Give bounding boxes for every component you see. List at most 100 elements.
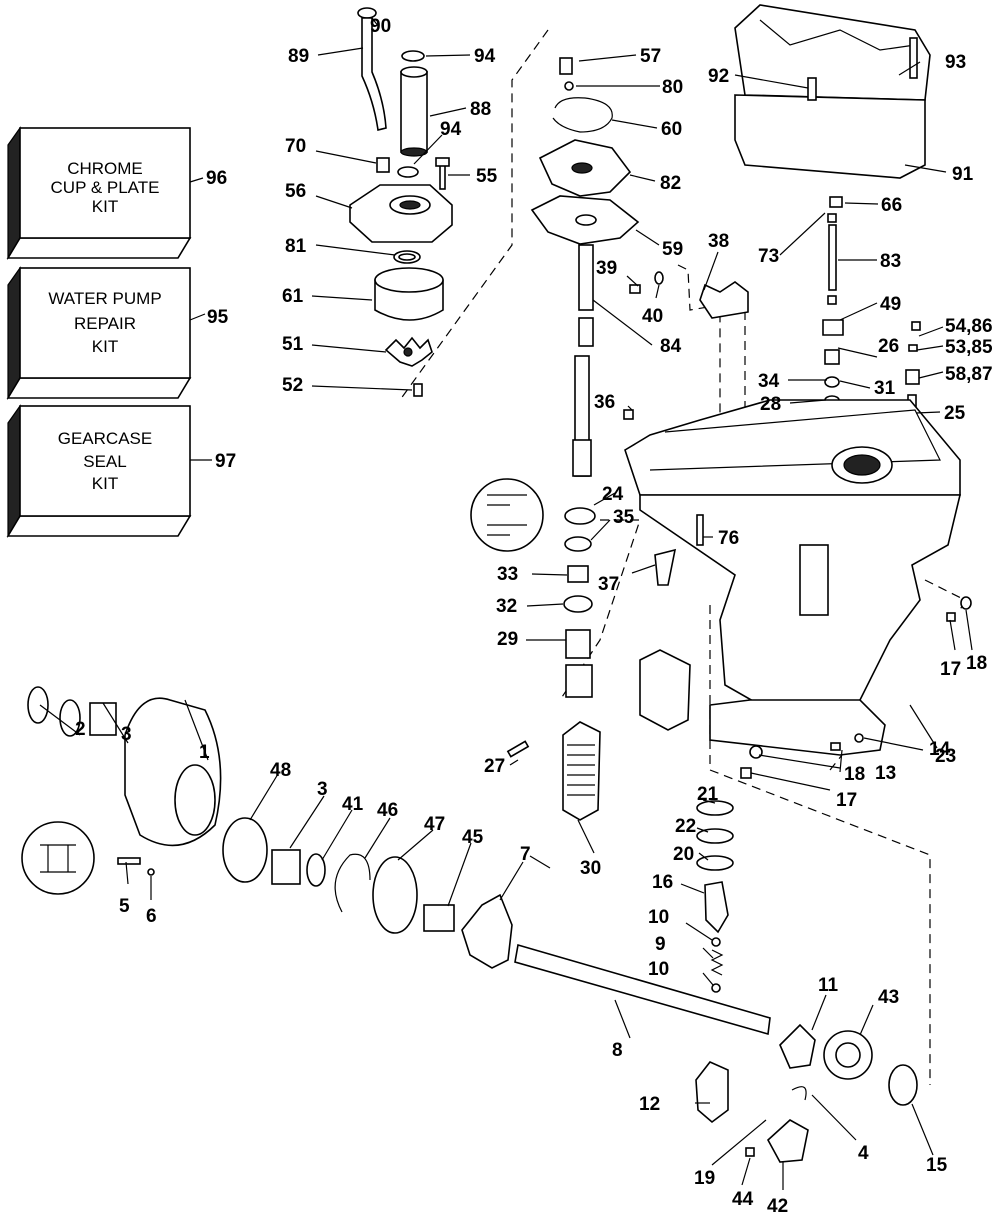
shift-cradle-part — [766, 1119, 809, 1163]
kit-text-line: WATER PUMP — [48, 289, 161, 308]
exhaust-housing-part — [734, 4, 931, 179]
callout-21: 21 — [697, 784, 719, 805]
callout-29: 29 — [497, 629, 518, 650]
callout-42: 42 — [767, 1196, 788, 1215]
seal-part — [564, 507, 596, 525]
callout-31: 31 — [874, 378, 896, 399]
callout-39: 39 — [596, 258, 617, 279]
callout-57: 57 — [640, 46, 661, 67]
callout-48: 48 — [270, 760, 291, 781]
grommet-part — [559, 57, 573, 75]
callout-60: 60 — [661, 119, 682, 140]
kit-box-chrome-cup-plate: CHROME CUP & PLATE KIT — [6, 126, 192, 261]
callout-84: 84 — [660, 336, 682, 357]
screw-part — [439, 164, 446, 190]
callout-16: 16 — [652, 872, 673, 893]
callout-3: 3 — [121, 724, 132, 745]
callout-89: 89 — [288, 46, 309, 67]
callout-70: 70 — [285, 136, 306, 157]
callout-37: 37 — [598, 574, 619, 595]
kit-text-line: CUP & PLATE — [51, 178, 160, 197]
clutch-dog-part — [779, 1023, 816, 1069]
callout-2: 2 — [75, 719, 86, 740]
propshaft-assembly — [21, 596, 972, 1163]
o-ring-part — [824, 376, 840, 388]
callout-27: 27 — [484, 756, 505, 777]
screw-part — [117, 857, 141, 865]
callout-25: 25 — [944, 403, 966, 424]
callout-22: 22 — [675, 816, 696, 837]
stud-part — [828, 224, 837, 291]
grommet-part — [376, 157, 390, 173]
gearcase-housing-part — [624, 399, 962, 756]
screw-part — [506, 740, 530, 758]
retaining-ring-part — [334, 853, 371, 913]
callout-23: 23 — [935, 746, 956, 767]
callout-43: 43 — [878, 987, 899, 1008]
bearing-part — [563, 595, 593, 613]
seal-part — [306, 853, 326, 887]
callout-18: 18 — [844, 764, 865, 785]
callout-45: 45 — [462, 827, 484, 848]
seal-part — [59, 699, 81, 737]
callout-83: 83 — [880, 251, 901, 272]
thrust-washer-part — [372, 856, 418, 934]
thrust-bearing-part — [696, 828, 734, 844]
callout-82: 82 — [660, 173, 681, 194]
bearing-stack — [470, 478, 704, 698]
callout-88: 88 — [470, 99, 491, 120]
callout-35: 35 — [613, 507, 635, 528]
kit-text-line: REPAIR — [74, 314, 136, 333]
callout-34: 34 — [758, 371, 780, 392]
kit-box-gearcase-seal: GEARCASE SEAL KIT — [6, 404, 192, 539]
callout-28: 28 — [760, 394, 781, 415]
callout-80: 80 — [662, 77, 683, 98]
bushing-part — [89, 702, 117, 736]
o-ring-part — [222, 817, 268, 883]
callout-10: 10 — [648, 959, 669, 980]
o-ring-part — [401, 50, 425, 62]
bearing-part — [565, 629, 591, 659]
pump-tube-part — [400, 71, 428, 153]
ball-part — [564, 81, 574, 91]
propshaft-part — [514, 943, 771, 1036]
screw-part — [623, 409, 634, 420]
bearing-part — [565, 664, 593, 698]
bearing-part — [888, 1064, 918, 1106]
callout-76: 76 — [718, 528, 739, 549]
nut-part — [822, 319, 844, 336]
callout-7: 7 — [520, 844, 531, 865]
callout-36: 36 — [594, 392, 615, 413]
callout-6: 6 — [146, 906, 157, 927]
bushing-part — [423, 904, 455, 932]
callout-44: 44 — [732, 1189, 754, 1210]
o-ring-part — [397, 166, 419, 178]
kit-text-line: KIT — [92, 474, 118, 493]
washer-part — [654, 271, 664, 285]
callout-19: 19 — [694, 1168, 715, 1189]
callout-93: 93 — [945, 52, 966, 73]
water-screen-part — [506, 649, 691, 821]
kit-text-line: KIT — [92, 197, 118, 216]
key-part — [413, 383, 423, 397]
callout-61: 61 — [282, 286, 304, 307]
plate-and-driveshaft-parts — [530, 57, 749, 477]
kit-box-water-pump: WATER PUMP REPAIR KIT — [6, 266, 192, 401]
callout-13: 13 — [875, 763, 896, 784]
seal-detail-circle — [21, 821, 95, 895]
callout-90: 90 — [370, 16, 391, 37]
callout-20: 20 — [673, 844, 694, 865]
callout-96: 96 — [206, 168, 227, 189]
callout-8: 8 — [612, 1040, 623, 1061]
seal-part — [564, 536, 592, 552]
callout-94: 94 — [440, 119, 462, 140]
callout-14: 14 — [929, 739, 951, 760]
callout-18: 18 — [966, 653, 987, 674]
bushing-part — [567, 565, 589, 583]
callout-32: 32 — [496, 596, 517, 617]
callout-5: 5 — [119, 896, 130, 917]
leader-lines — [39, 17, 973, 1190]
kit-text-line: SEAL — [83, 452, 126, 471]
shift-plunger-part — [704, 881, 729, 934]
callout-17: 17 — [940, 659, 961, 680]
